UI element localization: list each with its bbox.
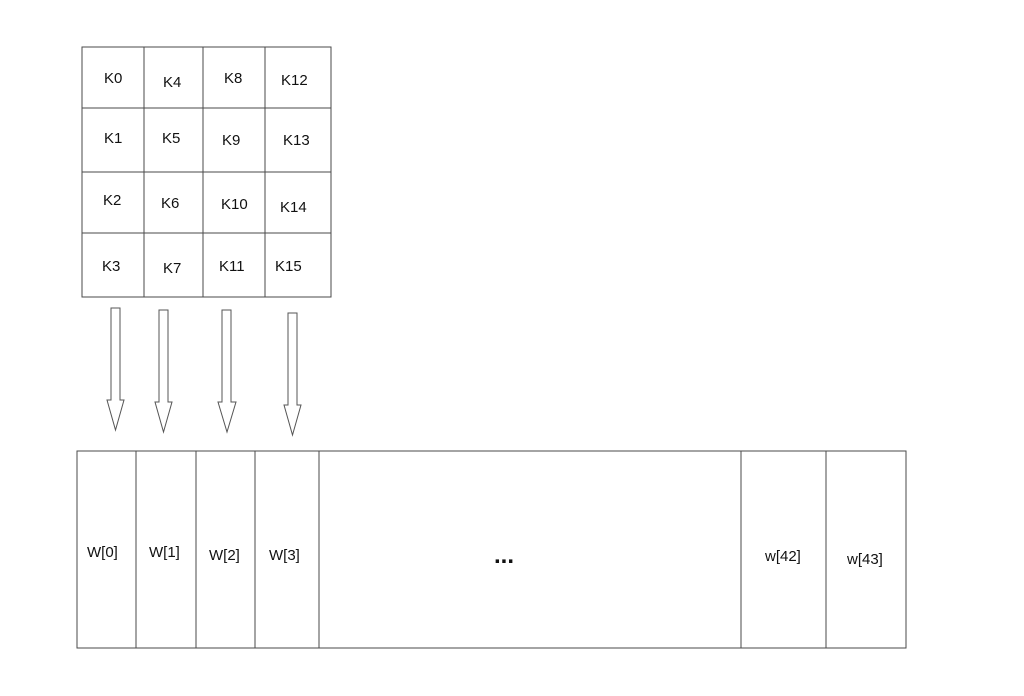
word-cell-label: W[0] bbox=[87, 544, 118, 561]
key-cell-label: K15 bbox=[275, 258, 302, 275]
word-array-border bbox=[76, 450, 907, 649]
word-cell-label: w[42] bbox=[764, 548, 801, 565]
down-arrow-icon bbox=[154, 309, 173, 434]
key-cell-label: K0 bbox=[104, 70, 122, 87]
key-cell-label: K14 bbox=[280, 199, 307, 216]
word-cell-label: W[2] bbox=[209, 547, 240, 564]
key-cell-label: K11 bbox=[219, 258, 245, 275]
word-cell-label: W[3] bbox=[269, 547, 300, 564]
key-cell-label: K9 bbox=[222, 132, 240, 149]
key-cell-label: K4 bbox=[163, 74, 181, 91]
down-arrow-icon bbox=[217, 309, 237, 434]
key-cell-label: K1 bbox=[104, 130, 122, 147]
key-cell-label: K10 bbox=[221, 196, 248, 213]
word-cell-label: W[1] bbox=[149, 544, 180, 561]
key-cell-label: K5 bbox=[162, 130, 180, 147]
key-cell-label: K6 bbox=[161, 195, 179, 212]
key-matrix: K0 K4 K8 K12 K1 K5 K9 K13 K2 K6 K10 K14 … bbox=[81, 46, 332, 298]
key-cell-label: K12 bbox=[281, 72, 308, 89]
key-cell-label: K3 bbox=[102, 258, 120, 275]
down-arrow-icon bbox=[106, 307, 125, 432]
down-arrow-icon bbox=[283, 312, 302, 437]
column-arrows bbox=[106, 307, 302, 437]
word-array: W[0] W[1] W[2] W[3] ... w[42] w[43] bbox=[76, 450, 907, 649]
key-cell-label: K2 bbox=[103, 192, 121, 209]
ellipsis: ... bbox=[494, 542, 514, 569]
key-cell-label: K8 bbox=[224, 70, 242, 87]
key-cell-label: K7 bbox=[163, 260, 181, 277]
key-cell-label: K13 bbox=[283, 132, 310, 149]
word-cell-label: w[43] bbox=[846, 551, 883, 568]
